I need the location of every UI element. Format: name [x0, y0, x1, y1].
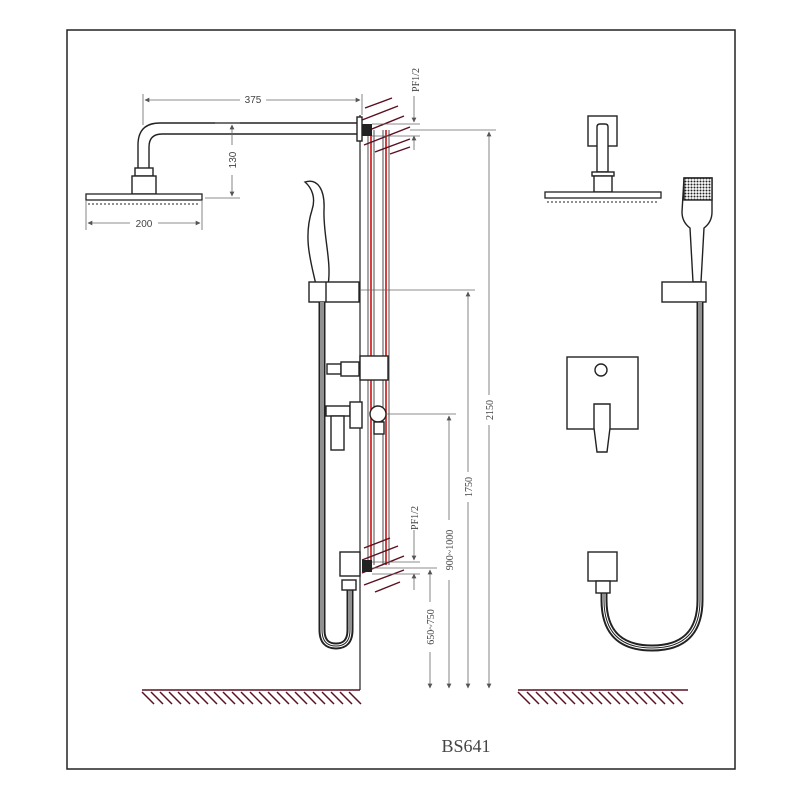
shower-arm — [131, 116, 363, 195]
supply-pipes — [370, 130, 387, 565]
dim-arm-length — [142, 94, 363, 125]
arm-length-label: 375 — [245, 95, 262, 106]
front-hose — [600, 302, 704, 652]
drawing-frame — [66, 29, 736, 770]
front-hand-shower — [661, 177, 713, 303]
mixing-valve — [325, 355, 389, 451]
total-height-label: 2150 — [485, 400, 496, 420]
hand-shower — [303, 180, 360, 303]
holder-height-label: 1750 — [464, 477, 475, 497]
arm-drop-label: 130 — [228, 151, 239, 168]
overhead-shower-head — [85, 193, 203, 205]
floor-right — [517, 689, 688, 705]
floor-left — [141, 689, 362, 705]
front-valve-plate — [566, 356, 639, 453]
dim-top-thread — [372, 96, 420, 150]
dim-arm-drop — [205, 122, 240, 199]
top-wall-fitting — [362, 124, 372, 136]
model-number: BS641 — [441, 736, 490, 756]
bottom-wall-fitting — [362, 560, 372, 572]
outlet-height-label: 650~750 — [426, 609, 437, 644]
dim-head-width — [85, 200, 203, 230]
front-outlet — [587, 551, 618, 594]
top-thread-label: PF1/2 — [411, 68, 422, 92]
dim-valve-height — [386, 413, 456, 689]
rail-hose — [318, 302, 354, 650]
outlet-elbow — [339, 551, 361, 591]
dim-bottom-thread — [372, 530, 420, 590]
dim-total-height — [410, 129, 496, 689]
bottom-thread-label: PF1/2 — [410, 506, 421, 530]
dim-outlet-height — [372, 567, 437, 689]
head-width-label: 200 — [136, 219, 153, 230]
valve-height-label: 900~1000 — [445, 530, 456, 570]
front-shower-head — [544, 191, 662, 203]
front-arm-flange — [587, 115, 618, 193]
dim-holder-height — [360, 289, 475, 689]
